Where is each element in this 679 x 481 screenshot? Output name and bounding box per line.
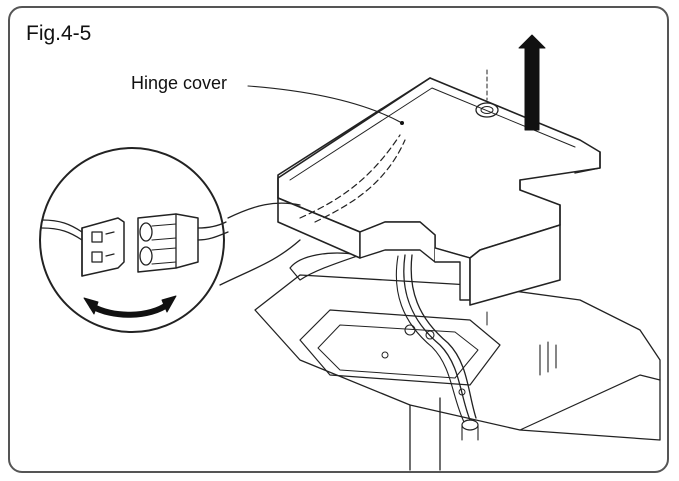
connector-detail-inset <box>39 147 229 333</box>
figure-label: Fig.4-5 <box>26 22 92 45</box>
hinge-cover <box>277 69 601 326</box>
mounting-base <box>254 274 661 471</box>
hinge-cover-callout: Hinge cover <box>131 73 228 93</box>
magnifier-connector-bottom <box>219 239 301 286</box>
lift-up-arrow <box>518 34 546 131</box>
magnifier-connector-top <box>227 202 301 219</box>
cable-bundle <box>289 252 477 423</box>
callout-leader-line <box>247 85 403 124</box>
